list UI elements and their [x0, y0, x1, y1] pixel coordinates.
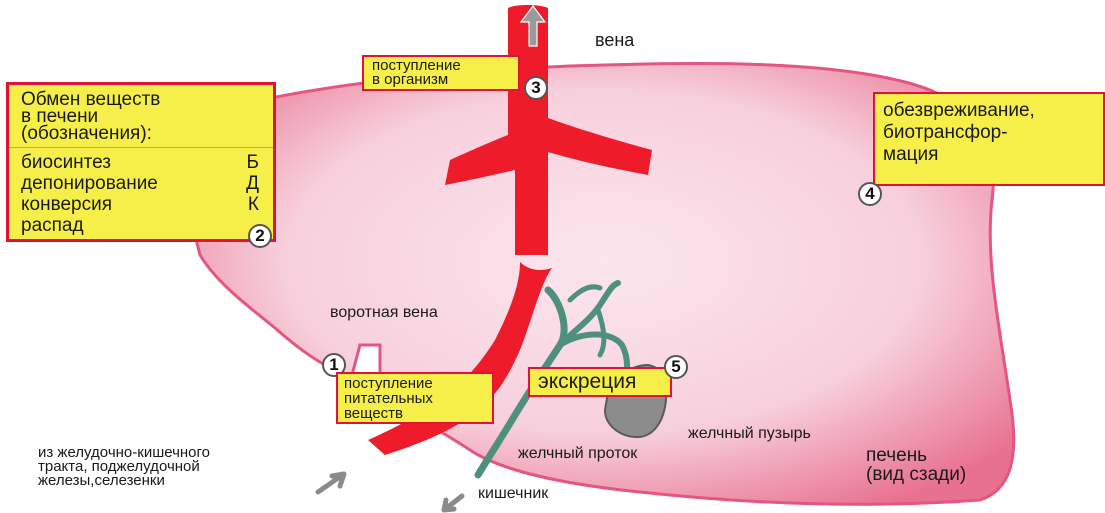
portal-vein-label: воротная вена	[330, 305, 438, 321]
legend-item-decay: распад	[21, 215, 259, 236]
excretion-box: экскреция	[528, 367, 672, 397]
bile-duct-label: желчный проток	[518, 446, 637, 462]
number-5-badge: 5	[664, 355, 688, 379]
legend-code: К	[248, 194, 259, 215]
entry-box: поступление в организм	[362, 55, 520, 91]
nutrients-box: поступление питательных веществ	[336, 372, 494, 424]
legend-code: Б	[247, 152, 259, 173]
number-2-badge: 2	[248, 224, 272, 248]
intestine-arrow-icon	[444, 496, 462, 510]
source-arrow-icon	[318, 474, 344, 492]
source-label: из желудочно-кишечного тракта, поджелудо…	[38, 446, 210, 488]
legend-box: Обмен веществ в печени (обозначения): би…	[6, 82, 276, 242]
gallbladder-label: желчный пузырь	[688, 426, 811, 442]
detox-box: обезвреживание, биотрансфор- мация	[873, 92, 1105, 186]
legend-title: Обмен веществ в печени (обозначения):	[21, 91, 259, 142]
liver-label: печень (вид сзади)	[866, 446, 966, 484]
vein-label: вена	[595, 32, 634, 48]
number-3-badge: 3	[524, 76, 548, 100]
number-4-badge: 4	[858, 182, 882, 206]
legend-divider	[9, 147, 273, 148]
intestine-label: кишечник	[478, 486, 548, 502]
legend-code: Д	[246, 173, 259, 194]
